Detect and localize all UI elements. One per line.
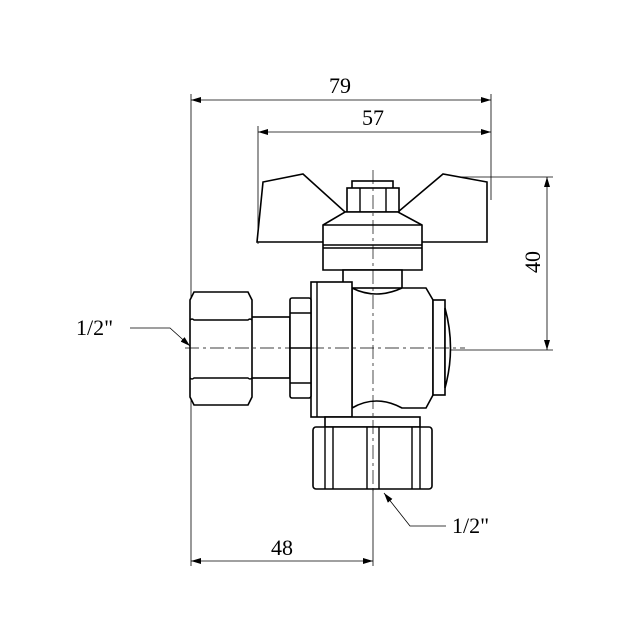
- label-side-thread: 1/2": [76, 315, 113, 340]
- dimension-lines: [130, 97, 550, 564]
- side-connection: [189, 291, 312, 406]
- bottom-nut: [312, 426, 433, 490]
- label-bottom-thread: 1/2": [452, 513, 489, 538]
- dim-handle-width: 57: [362, 105, 384, 130]
- bonnet: [322, 211, 423, 289]
- valve-body: [310, 281, 452, 428]
- dim-height: 40: [520, 251, 545, 273]
- center-lines: [185, 170, 465, 495]
- dim-axis-offset: 48: [271, 535, 293, 560]
- dim-overall-width: 79: [329, 73, 351, 98]
